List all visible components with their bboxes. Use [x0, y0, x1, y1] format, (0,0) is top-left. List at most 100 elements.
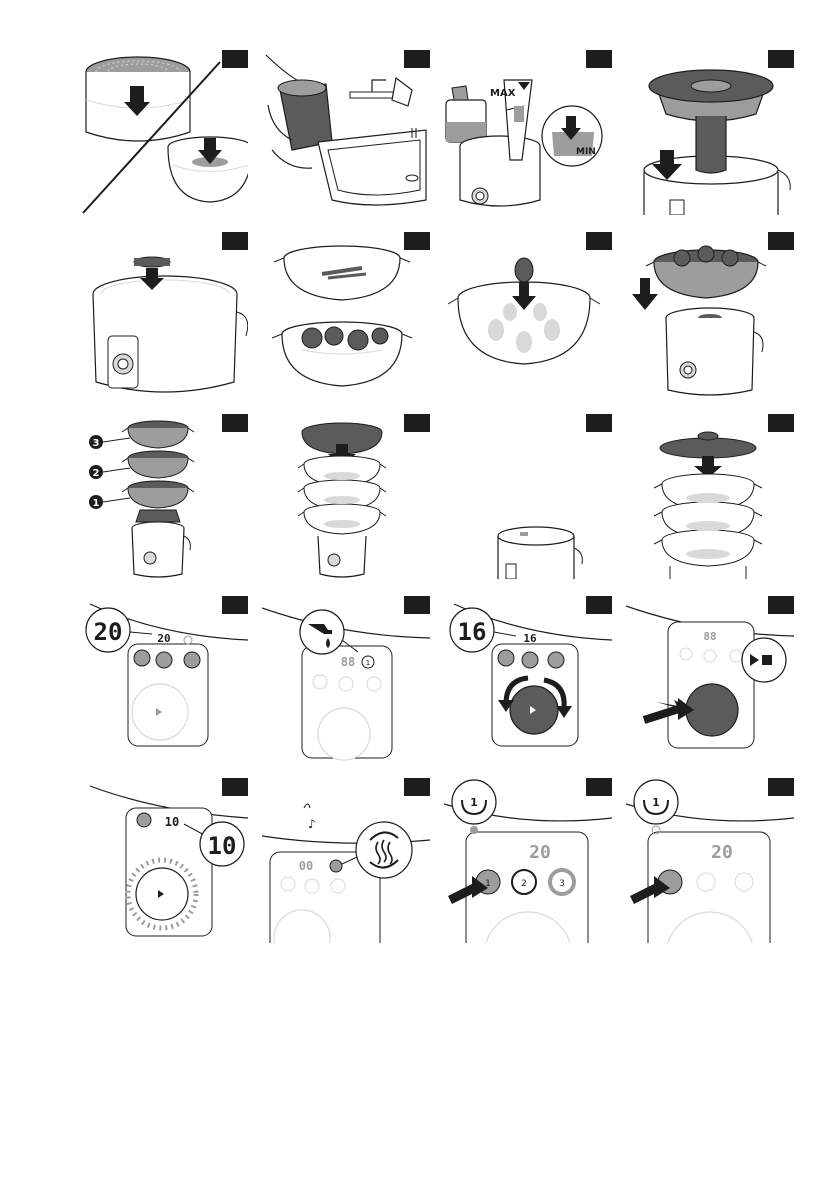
step-number-badge: [586, 778, 612, 796]
place-collector-illustration: [92, 256, 248, 393]
tier-2-button[interactable]: [521, 651, 539, 669]
countdown-illustration: 10 10: [89, 785, 248, 937]
arrow-down-icon: [694, 466, 722, 478]
step-number-badge: [404, 414, 430, 432]
step-number-badge: [586, 596, 612, 614]
load-baskets-illustration: [271, 245, 413, 387]
step-number: [404, 232, 430, 250]
zoom-tier-label: 1: [652, 796, 660, 809]
tier-3-button[interactable]: [548, 868, 576, 896]
tier-2-label: 2: [93, 468, 100, 479]
play-stop-icon: [530, 706, 536, 714]
step-number-badge: [222, 596, 248, 614]
steam-icon: [375, 839, 393, 865]
step-number: [768, 50, 794, 68]
tier-3-button-label: 3: [559, 879, 565, 889]
step-number-badge: [586, 50, 612, 68]
place-lid-illustration: [653, 431, 763, 579]
tier-2-button[interactable]: [696, 872, 716, 892]
press-arrow-icon: [472, 876, 488, 898]
arrow-down-icon: [518, 82, 530, 90]
step-number: [586, 778, 612, 796]
time-display: 20: [157, 632, 170, 645]
default-time-display-illustration: 20 20: [85, 603, 248, 747]
select-tier-illustration: 1 20 1 2 3: [444, 779, 612, 943]
step-number: [768, 596, 794, 614]
zoom-callout: [451, 779, 497, 825]
zoom-time: 20: [94, 618, 123, 646]
deselect-tier-illustration: 1 20: [626, 779, 794, 943]
step-number: [586, 50, 612, 68]
zoom-callout: [633, 779, 679, 825]
turn-knob-illustration: 16 16: [449, 603, 612, 747]
water-tap-icon: [308, 624, 332, 634]
tier-3-marker: [89, 435, 103, 449]
fill-water-tank-illustration: [265, 54, 427, 206]
tier-1-button-label: 1: [485, 879, 491, 889]
step-number-badge: [404, 596, 430, 614]
step-8: [626, 232, 794, 397]
step-3: MAX MIN: [444, 50, 612, 215]
control-knob[interactable]: [317, 707, 371, 761]
step-2: [262, 50, 430, 215]
time-display: 88: [341, 655, 355, 669]
step-number: [404, 596, 430, 614]
arrow-down-icon: [198, 150, 222, 164]
step-number: [222, 596, 248, 614]
fill-to-max-illustration: MAX MIN: [445, 79, 603, 207]
zoom-callout: [449, 607, 495, 653]
step-number: [222, 232, 248, 250]
tier-2-button-label: 2: [521, 879, 527, 889]
step-number-badge: [768, 414, 794, 432]
base-only-illustration: [497, 526, 583, 579]
max-label: MAX: [490, 88, 516, 99]
step-number-badge: [404, 778, 430, 796]
step-18: ♪ 00: [262, 778, 430, 943]
step-13: 20 20: [80, 596, 248, 761]
step-16: 88: [626, 596, 794, 761]
zoom-time: 10: [208, 832, 237, 860]
instruction-illustration-grid: MAX MIN: [80, 50, 794, 944]
play-stop-icon: [156, 708, 162, 716]
place-eggs-illustration: [447, 257, 601, 365]
arrow-down-icon: [512, 296, 536, 310]
step-7: [444, 232, 612, 397]
tier-1-button[interactable]: [133, 649, 151, 667]
step-number-badge: [222, 50, 248, 68]
tier-1-label: 1: [93, 498, 100, 509]
step-number-badge: [404, 232, 430, 250]
place-drip-tray-illustration: [643, 69, 791, 215]
step-number-badge: [222, 778, 248, 796]
step-number: [222, 414, 248, 432]
remove-insert-illustration: [82, 56, 248, 214]
time-display: 16: [523, 632, 537, 645]
tier-1-button[interactable]: [497, 649, 515, 667]
arrow-down-icon: [140, 278, 164, 290]
play-stop-icon: [158, 890, 164, 898]
tier-2-button[interactable]: [511, 869, 537, 895]
arrow-down-icon: [124, 102, 150, 116]
press-start-illustration: 88: [626, 605, 794, 749]
rotate-right-arrow-icon: [556, 706, 572, 718]
time-display: 88: [703, 630, 716, 643]
stack-baskets-illustration: 3 2 1: [89, 420, 195, 578]
music-note-icon: ♪: [308, 817, 316, 831]
place-basket-on-base-illustration: [632, 245, 767, 396]
step-number-badge: [586, 414, 612, 432]
step-number: [586, 232, 612, 250]
zoom-time: 16: [458, 618, 487, 646]
tier-3-button[interactable]: [547, 651, 565, 669]
step-number-badge: [768, 778, 794, 796]
play-stop-icon: [750, 654, 759, 666]
step-number-badge: [768, 596, 794, 614]
tier-3-button[interactable]: [183, 651, 201, 669]
step-12: [626, 414, 794, 579]
arrow-down-icon: [632, 294, 658, 310]
step-20: 1 20: [626, 778, 794, 943]
step-19: 1 20 1 2 3: [444, 778, 612, 943]
tier-2-button[interactable]: [155, 651, 173, 669]
step-number-badge: [768, 232, 794, 250]
press-arrow-icon: [654, 876, 670, 898]
step-number-badge: [768, 50, 794, 68]
tier-3-button[interactable]: [734, 872, 754, 892]
